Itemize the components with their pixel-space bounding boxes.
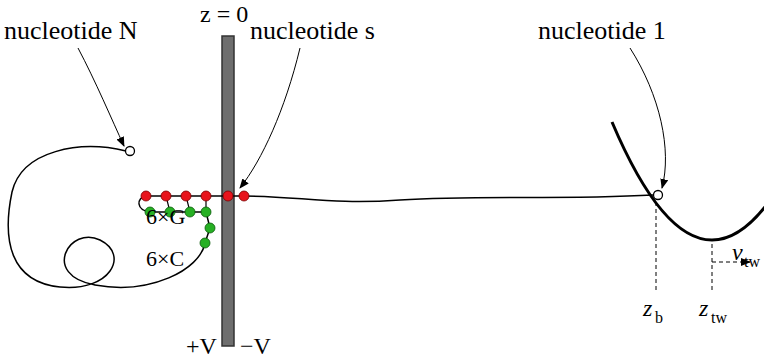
voltage-label: −V (240, 334, 271, 358)
g-nucleotides (141, 191, 249, 201)
membrane (222, 36, 234, 346)
trap-potential (612, 122, 764, 240)
part-label: nucleotide 1 (538, 18, 666, 44)
axis-origin-label: z = 0 (200, 2, 248, 26)
subscript: tw (711, 310, 727, 326)
subscript: tw (744, 254, 760, 270)
sequence-label: 6×G (146, 206, 185, 228)
c-nucleotides (145, 207, 215, 248)
end-nucleotide (654, 191, 663, 200)
subscript: b (655, 310, 663, 326)
part-label: nucleotide s (250, 18, 375, 44)
sequence-label: 6×C (146, 248, 184, 270)
velocity-symbol: v (732, 240, 743, 264)
voltage-label: +V (186, 334, 217, 358)
position-symbol: z (643, 296, 652, 320)
polymer-strand (244, 195, 653, 202)
part-label: nucleotide N (4, 18, 138, 44)
end-nucleotide (126, 147, 135, 156)
leader-line (630, 48, 665, 188)
position-marker (656, 202, 657, 292)
polymer-strand (8, 147, 205, 288)
leader-line (240, 48, 300, 188)
leader-line (78, 48, 124, 146)
position-marker (712, 244, 713, 292)
position-symbol: z (699, 296, 708, 320)
